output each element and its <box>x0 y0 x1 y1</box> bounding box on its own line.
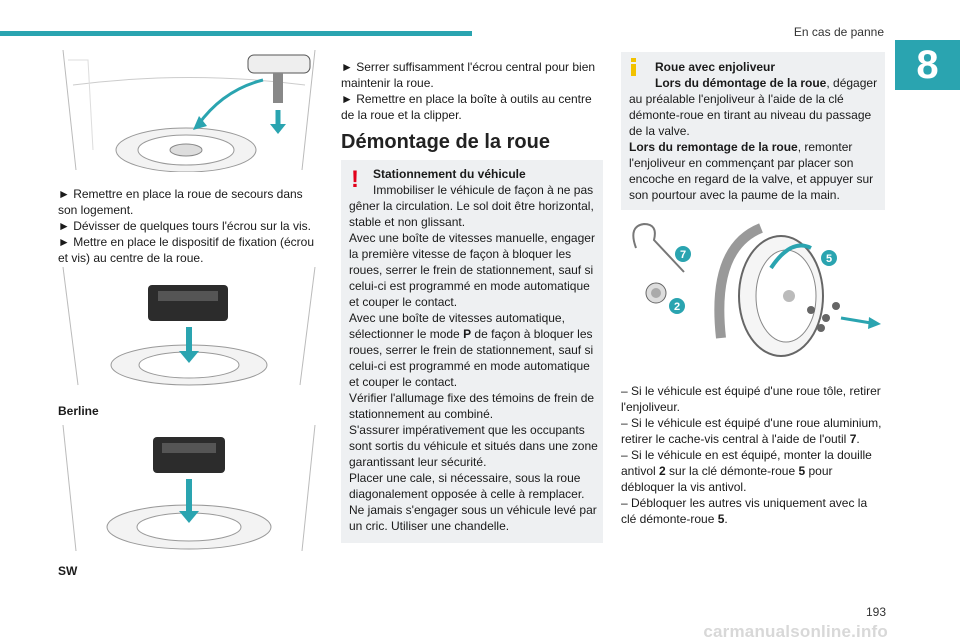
step-text-part: – Si le véhicule est équipé d'une roue a… <box>621 416 882 446</box>
info-removal-text: , dégager au préalable l'enjoliveur à l'… <box>629 76 878 138</box>
info-box <box>621 52 885 210</box>
caption-sw: SW <box>58 564 78 578</box>
badge-5: 5 <box>826 253 832 265</box>
step-text-part: . <box>856 432 860 446</box>
warning-box <box>341 160 603 543</box>
step-text-part: – Si le véhicule en est équipé, monter l… <box>621 448 872 478</box>
step-ref-number: 5 <box>798 464 806 478</box>
badge-7: 7 <box>680 249 686 261</box>
step-ref-number: 5 <box>717 512 725 526</box>
warning-line: Placer une cale, si nécessaire, sous la … <box>349 471 585 501</box>
chapter-number: 8 <box>916 42 939 87</box>
step-text: ► Mettre en place le dispositif de fixat… <box>58 235 315 265</box>
section-title: En cas de panne <box>793 25 884 39</box>
section-heading: Démontage de la roue <box>341 131 550 153</box>
info-title: Roue avec enjoliveur <box>655 60 776 74</box>
warning-auto-before: Avec une boîte de vitesses automatique, … <box>349 311 565 341</box>
step-ref-number: 2 <box>659 464 666 478</box>
warning-line: Vérifier l'allumage fixe des témoins de … <box>349 391 595 421</box>
step-text: ► Remettre en place la roue de secours d… <box>58 187 303 217</box>
right-steps: – Si le véhicule est équipé d'une roue t… <box>621 383 885 527</box>
step-text: – Si le véhicule en est équipé, monter l… <box>621 447 885 495</box>
step-text: ► Remettre en place la boîte à outils au… <box>341 92 592 122</box>
toolbox-berline-illustration <box>58 267 320 387</box>
warning-title: Stationnement du véhicule <box>373 167 526 181</box>
toolbox-sw-illustration <box>58 425 320 553</box>
warning-line: S'assurer impérativement que les occupan… <box>349 423 598 469</box>
step-text-part: sur la clé démonte-roue <box>665 464 799 478</box>
step-ref-number: 7 <box>849 432 857 446</box>
warning-exclamation-icon: ! <box>351 166 359 193</box>
warning-auto-after: de façon à bloquer les roues, serrer le … <box>349 327 594 389</box>
watermark: carmanualsonline.info <box>703 622 888 641</box>
step-text: – Débloquer les autres vis uniquement av… <box>621 495 885 527</box>
header-accent-bar <box>0 31 472 36</box>
warning-line: Ne jamais s'engager sous un véhicule lev… <box>349 503 597 533</box>
badge-2: 2 <box>674 301 680 313</box>
info-refit-text: , remonter l'enjoliveur en commençant pa… <box>629 140 874 202</box>
spare-wheel-fit-illustration <box>58 50 320 172</box>
info-refit-bold: Lors du remontage de la roue <box>629 140 798 154</box>
step-text: – Si le véhicule est équipé d'une roue t… <box>621 384 881 414</box>
middle-intro-steps: ► Serrer suffisamment l'écrou central po… <box>341 59 603 123</box>
left-steps: ► Remettre en place la roue de secours d… <box>58 186 320 266</box>
warning-auto-mode: P <box>463 327 472 341</box>
page-number: 193 <box>865 605 886 619</box>
info-removal-bold: Lors du démontage de la roue <box>655 76 827 90</box>
warning-auto-line: Avec une boîte de vitesses automatique, … <box>349 310 599 390</box>
info-content: Roue avec enjoliveur Lors du démontage d… <box>629 59 881 203</box>
chapter-number-badge: 8 <box>895 40 960 90</box>
wheel-removal-illustration: 7 2 5 <box>621 218 885 358</box>
warning-line: Avec une boîte de vitesses manuelle, eng… <box>349 231 595 309</box>
info-icon <box>630 58 638 76</box>
step-text: ► Dévisser de quelques tours l'écrou sur… <box>58 219 311 233</box>
step-text-part: – Débloquer les autres vis uniquement av… <box>621 496 868 526</box>
step-text-part: pour débloquer la vis antivol. <box>621 464 833 494</box>
step-text: – Si le véhicule est équipé d'une roue a… <box>621 415 885 447</box>
step-text: ► Serrer suffisamment l'écrou central po… <box>341 60 596 90</box>
warning-content: Stationnement du véhicule Immobiliser le… <box>349 166 599 534</box>
step-text-part: . <box>724 512 728 526</box>
caption-berline: Berline <box>58 404 99 418</box>
warning-line: Immobiliser le véhicule de façon à ne pa… <box>349 183 594 229</box>
